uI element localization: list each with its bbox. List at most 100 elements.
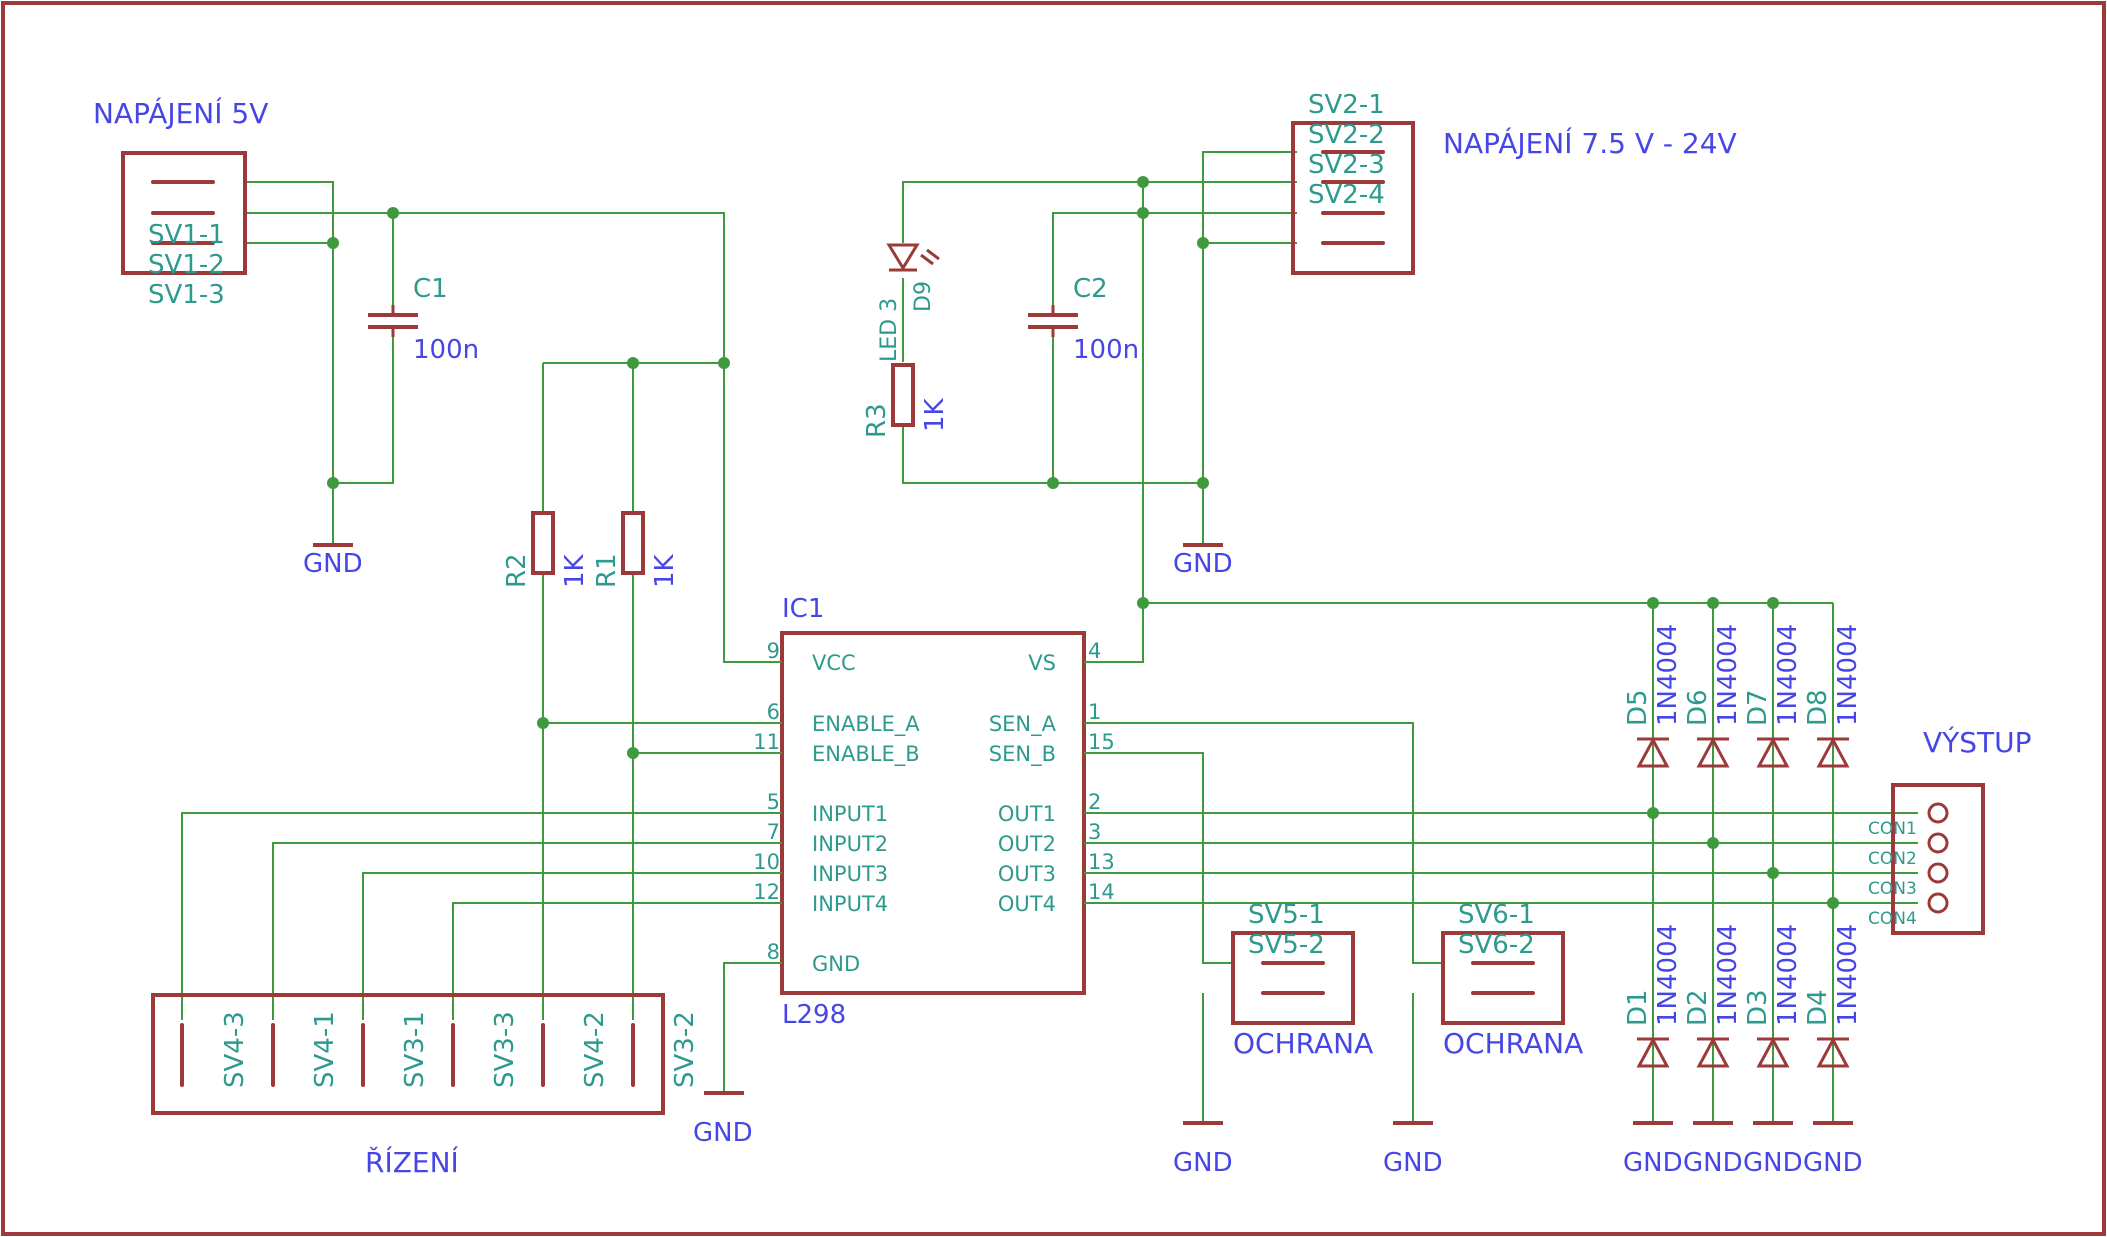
ochrana-2-title: OCHRANA — [1443, 1027, 1583, 1060]
diode-name: D6 — [1683, 689, 1713, 726]
resistor-r1: R1 1K — [592, 511, 680, 588]
sv2-2-label: SV2-2 — [1308, 120, 1385, 150]
gnd-symbol: GND — [1383, 1121, 1443, 1178]
ic-pin-label: INPUT4 — [812, 892, 888, 916]
resistor-r3: R3 1K — [862, 363, 950, 438]
gnd-symbol: GND — [1173, 1121, 1233, 1178]
ic-pin-number: 11 — [753, 730, 780, 754]
svg-text:GND: GND — [1173, 549, 1233, 579]
diode-name: D8 — [1803, 689, 1833, 726]
diode-value: 1N4004 — [1653, 624, 1683, 726]
connector-ochrana-sv6: SV6-1 SV6-2 OCHRANA — [1441, 900, 1583, 1060]
c1-value: 100n — [413, 335, 479, 365]
diode-body — [1636, 1036, 1670, 1068]
r2-name: R2 — [502, 553, 532, 588]
connector-rizeni: SV4-3 SV4-1 SV3-1 SV3-3 SV4-2 SV3-2 ŘÍZE… — [151, 993, 700, 1179]
sv1-2-label: SV1-2 — [148, 250, 225, 280]
sv3-2-label: SV3-2 — [670, 1011, 700, 1088]
gnd-symbol: GND — [1173, 543, 1233, 579]
con3-label: CON3 — [1868, 879, 1917, 899]
con2-label: CON2 — [1868, 849, 1917, 869]
diode-value: 1N4004 — [1833, 924, 1863, 1026]
gnd-symbol: GND — [1743, 1121, 1803, 1178]
diode-value: 1N4004 — [1773, 924, 1803, 1026]
diode-body — [1756, 736, 1790, 768]
ic-pin-label: OUT4 — [998, 892, 1056, 916]
connector-napajeni-24v: SV2-1 SV2-2 SV2-3 SV2-4 NAPÁJENÍ 7.5 V -… — [1291, 90, 1737, 275]
svg-text:GND: GND — [303, 549, 363, 579]
diode-name: D5 — [1623, 689, 1653, 726]
diode-body — [1816, 736, 1850, 768]
ic-pin-label: GND — [812, 952, 860, 976]
r2-value: 1K — [560, 553, 590, 588]
sv5-1-label: SV5-1 — [1248, 900, 1325, 930]
ic-name: IC1 — [782, 594, 824, 624]
r1-value: 1K — [650, 553, 680, 588]
con4-label: CON4 — [1868, 909, 1917, 929]
led-d9: D9 LED 3 — [877, 243, 940, 362]
ic-pin-number: 6 — [767, 700, 780, 724]
ic-pin-label: VCC — [812, 651, 856, 675]
ic-pin-label: ENABLE_A — [812, 712, 920, 737]
resistor-r2: R2 1K — [502, 511, 590, 588]
diode-name: D4 — [1803, 989, 1833, 1026]
gnd-symbol: GND — [1683, 1121, 1743, 1178]
diode-name: D2 — [1683, 989, 1713, 1026]
c2-value: 100n — [1073, 335, 1139, 365]
diode-value: 1N4004 — [1713, 624, 1743, 726]
sv4-1-label: SV4-1 — [310, 1011, 340, 1088]
sv1-1-label: SV1-1 — [148, 220, 225, 250]
ic-pin-number: 1 — [1088, 700, 1101, 724]
diode-value: 1N4004 — [1833, 624, 1863, 726]
sv2-4-label: SV2-4 — [1308, 180, 1385, 210]
r3-name: R3 — [862, 403, 892, 438]
diode-value: 1N4004 — [1713, 924, 1743, 1026]
capacitor-c2: C2 100n — [1028, 274, 1139, 365]
svg-text:GND: GND — [693, 1118, 753, 1148]
sv6-1-label: SV6-1 — [1458, 900, 1535, 930]
diode-value: 1N4004 — [1653, 924, 1683, 1026]
ic-pin-number: 10 — [753, 850, 780, 874]
c2-name: C2 — [1073, 274, 1108, 304]
diode-body — [1756, 1036, 1790, 1068]
capacitor-c1: C1 100n — [368, 274, 479, 365]
diode-value: 1N4004 — [1773, 624, 1803, 726]
svg-text:GND: GND — [1743, 1148, 1803, 1178]
diode-body — [1816, 1036, 1850, 1068]
ic-pin-label: SEN_B — [989, 742, 1056, 767]
sv4-2-label: SV4-2 — [580, 1011, 610, 1088]
svg-text:GND: GND — [1683, 1148, 1743, 1178]
sv6-2-label: SV6-2 — [1458, 930, 1535, 960]
napajeni-5v-title: NAPÁJENÍ 5V — [93, 96, 268, 130]
r1-name: R1 — [592, 553, 622, 588]
diode-body — [1696, 1036, 1730, 1068]
ic-pin-label: OUT2 — [998, 832, 1056, 856]
ic-pin-label: SEN_A — [989, 712, 1057, 737]
rizeni-title: ŘÍZENÍ — [365, 1145, 459, 1179]
connector-vystup: VÝSTUP CON1 CON2 CON3 CON4 — [1868, 725, 2032, 935]
sv4-3-label: SV4-3 — [220, 1011, 250, 1088]
diode-body — [1696, 736, 1730, 768]
gnd-symbol: GND — [1803, 1121, 1863, 1178]
sv2-3-label: SV2-3 — [1308, 150, 1385, 180]
ic-pin-number: 13 — [1088, 850, 1115, 874]
sv1-3-label: SV1-3 — [148, 280, 225, 310]
ic-part: L298 — [782, 1000, 846, 1030]
ic-pin-label: INPUT2 — [812, 832, 888, 856]
vystup-title: VÝSTUP — [1923, 725, 2032, 759]
wires — [181, 151, 1918, 1123]
con1-label: CON1 — [1868, 819, 1917, 839]
sv5-2-label: SV5-2 — [1248, 930, 1325, 960]
ic-pin-number: 8 — [767, 940, 780, 964]
napajeni-24v-title: NAPÁJENÍ 7.5 V - 24V — [1443, 126, 1737, 160]
ic-pin-label: INPUT3 — [812, 862, 888, 886]
sv3-1-label: SV3-1 — [400, 1011, 430, 1088]
